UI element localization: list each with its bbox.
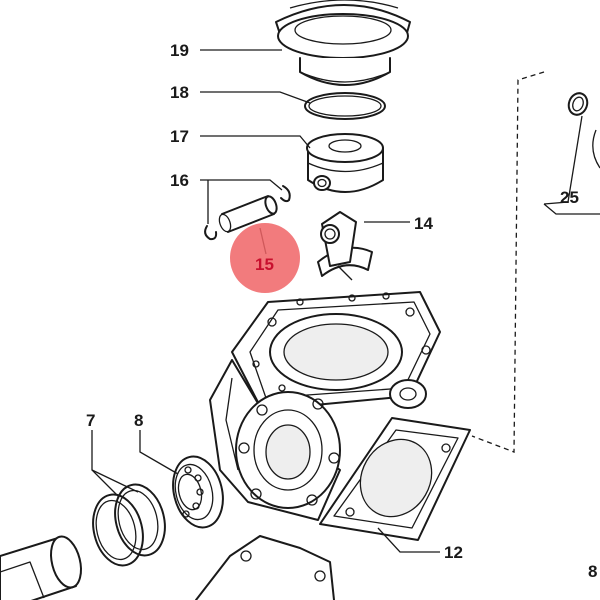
part-18-o-ring[interactable] [304, 92, 386, 120]
part-16-circlips[interactable] [204, 185, 291, 241]
part-25-o-ring[interactable] [566, 91, 600, 169]
part-8-bearing[interactable] [166, 451, 230, 532]
callout-7: 7 [86, 411, 95, 430]
assembly-dashed-lines [471, 71, 545, 453]
callout-25: 25 [560, 188, 579, 207]
callout-15-highlighted: 15 [255, 255, 274, 274]
part-12-crankcase[interactable] [209, 291, 471, 541]
callout-16: 16 [170, 171, 189, 190]
part-17-piston[interactable] [306, 133, 384, 193]
callout-18: 18 [170, 83, 189, 102]
callout-19: 19 [170, 41, 189, 60]
part-partial-bottom [195, 535, 335, 600]
callout-14: 14 [414, 214, 433, 233]
part-19-cap[interactable] [275, 0, 411, 86]
highlight-marker[interactable] [230, 223, 300, 293]
callout-8-edge: 8 [588, 562, 597, 581]
part-14-connecting-rod[interactable] [317, 211, 373, 281]
callout-8: 8 [134, 411, 143, 430]
crankshaft-partial[interactable] [0, 533, 86, 600]
callout-17: 17 [170, 127, 189, 146]
part-15-piston-pin[interactable] [217, 195, 279, 233]
callout-12: 12 [444, 543, 463, 562]
part-7-seal-rings[interactable] [86, 479, 172, 570]
